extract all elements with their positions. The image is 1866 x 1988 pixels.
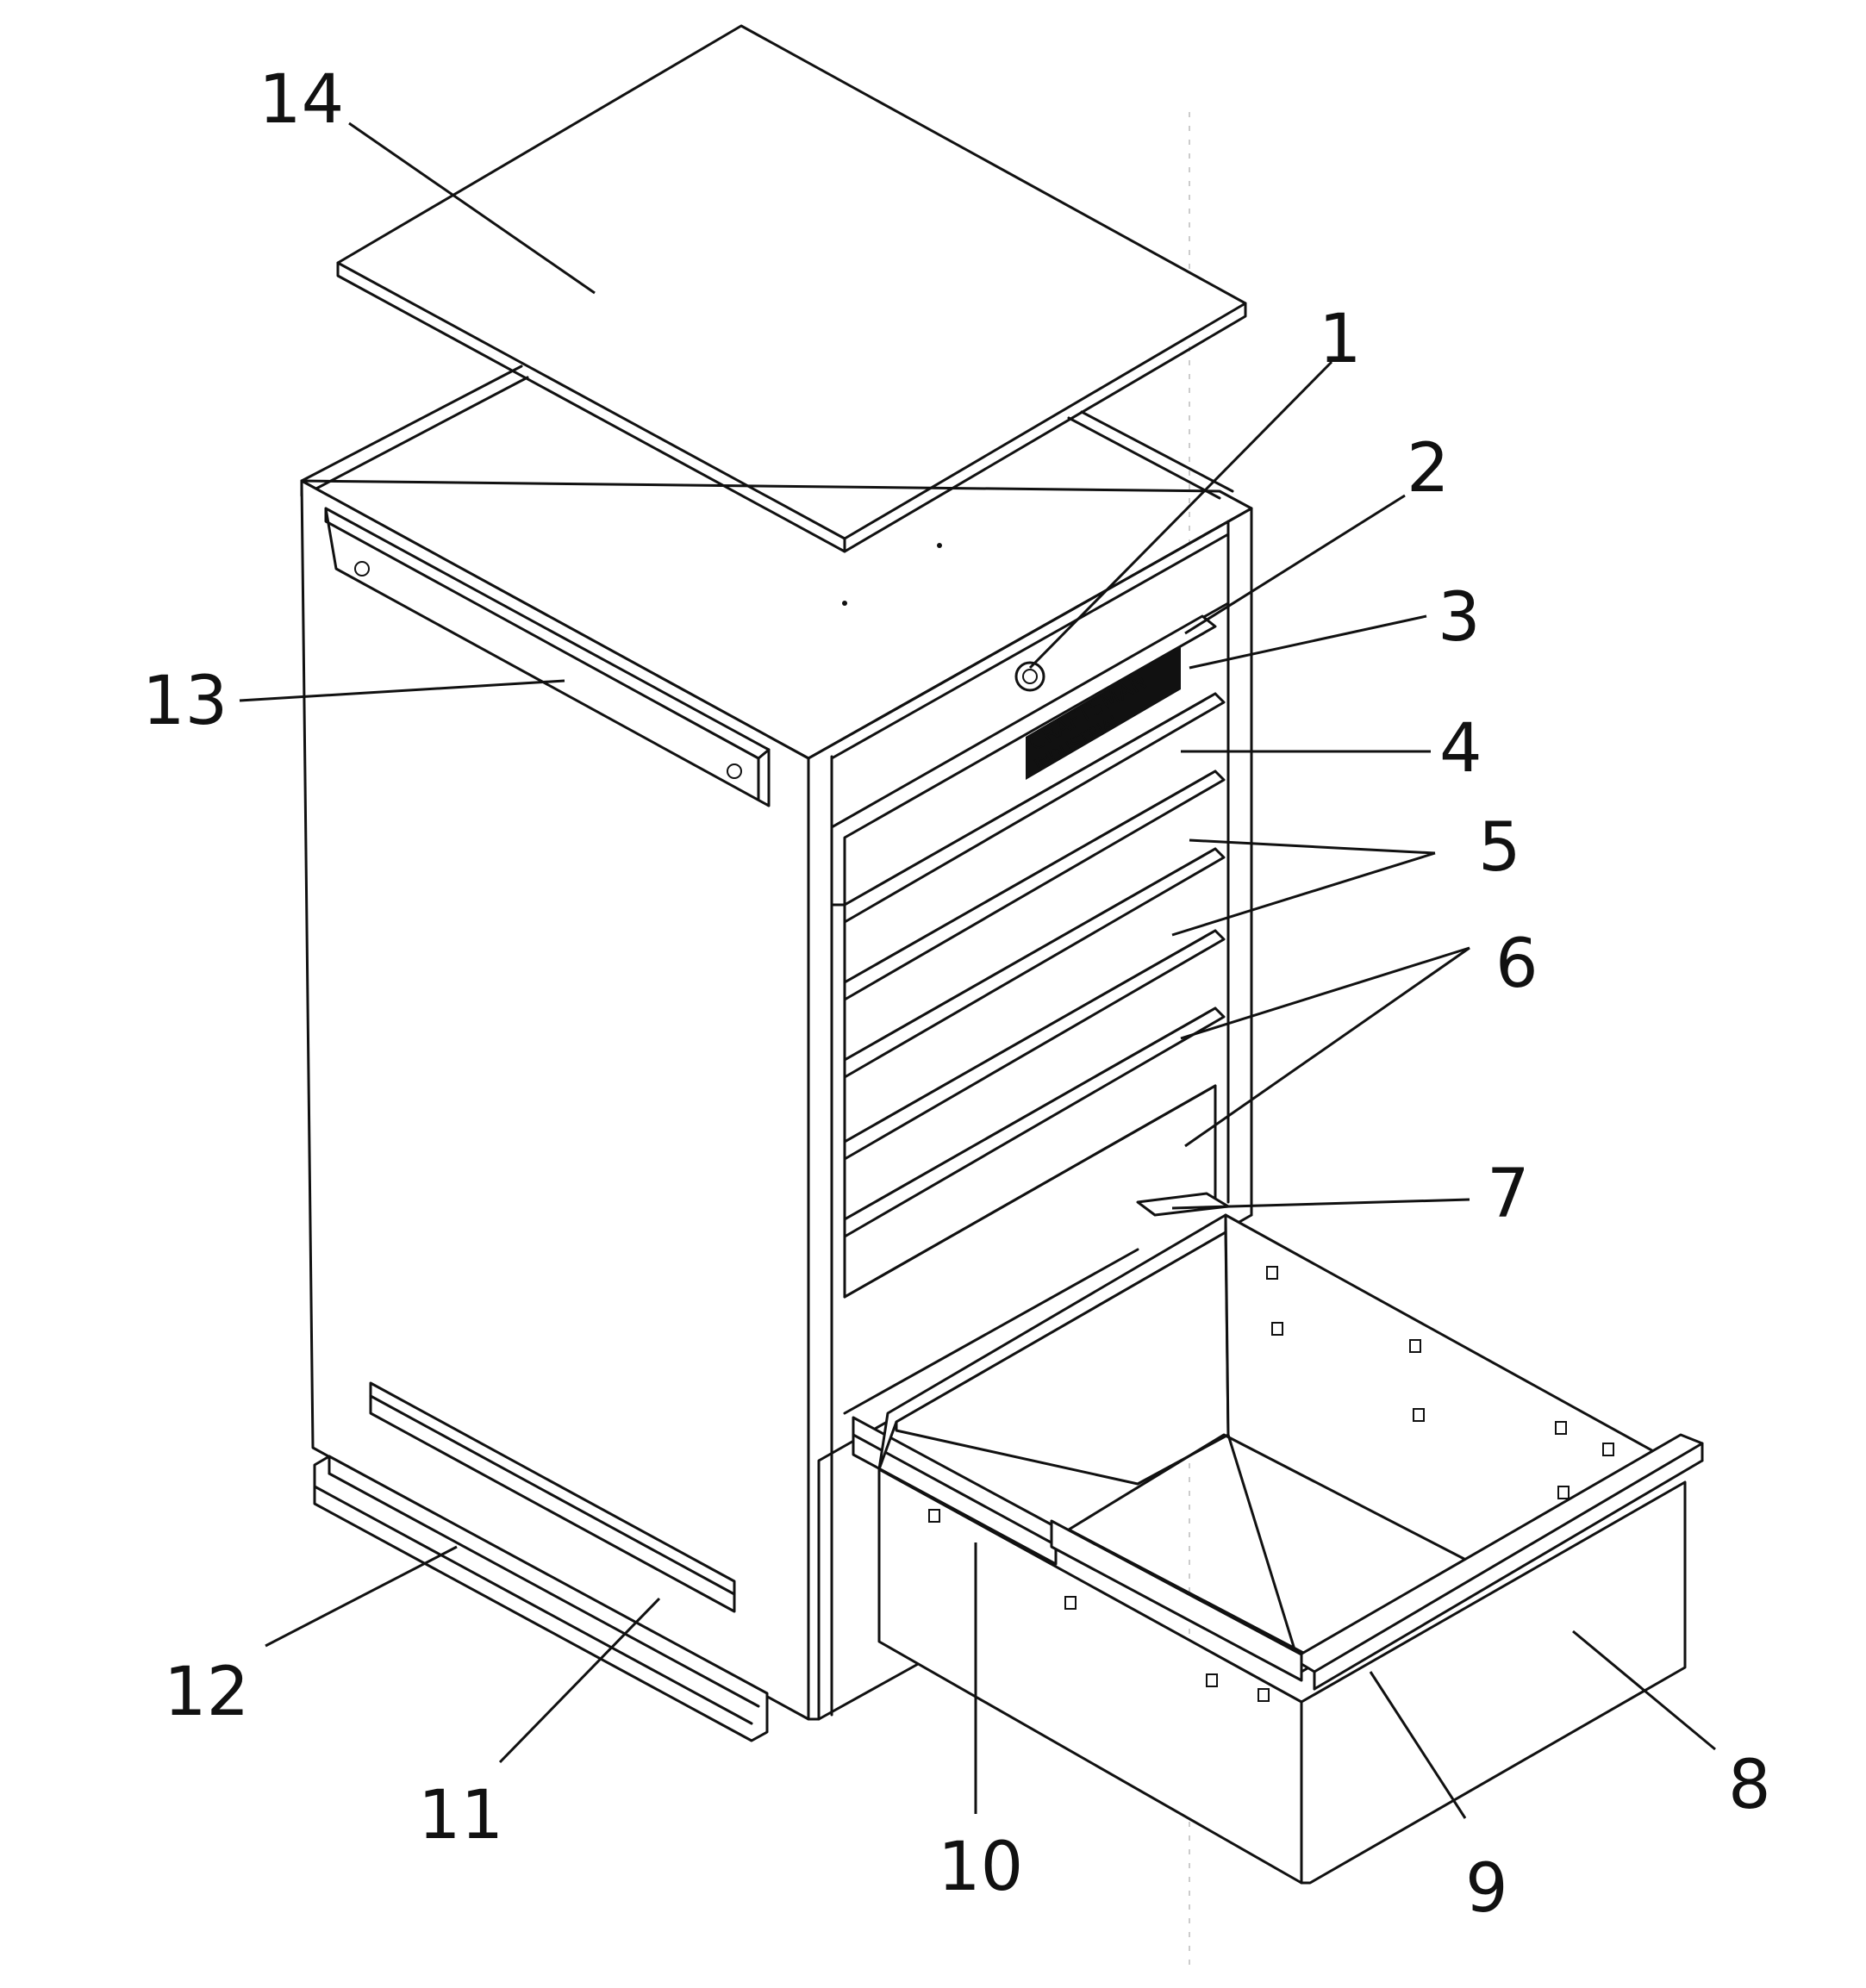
callout-14: 14 [259, 61, 344, 139]
leader-11 [498, 1597, 661, 1764]
top-panel [336, 24, 1247, 553]
leader-5b [1171, 851, 1436, 937]
open-drawer [843, 1084, 1704, 1885]
callout-12: 12 [164, 1654, 249, 1731]
callout-8: 8 [1728, 1747, 1771, 1824]
callout-13: 13 [142, 663, 228, 740]
leader-6b [1184, 946, 1470, 1148]
leader-12 [265, 1545, 458, 1648]
side-rail-upper [324, 507, 771, 807]
leader-6a [1180, 946, 1470, 1040]
drawer-side-holes [928, 1266, 1614, 1702]
leader-lines [239, 122, 1716, 1819]
callout-1: 1 [1319, 301, 1362, 378]
leader-2 [1184, 494, 1406, 635]
leader-14 [348, 122, 596, 295]
leader-9 [1369, 1671, 1467, 1819]
leader-7 [1171, 1198, 1470, 1210]
callout-11: 11 [418, 1777, 503, 1854]
base-rail [313, 1455, 769, 1742]
side-rail-lower [369, 1381, 736, 1613]
lock-cylinder [1014, 661, 1045, 692]
callout-9: 9 [1465, 1850, 1508, 1928]
leader-3 [1189, 614, 1427, 670]
leader-1 [1028, 360, 1333, 670]
callout-10: 10 [938, 1829, 1023, 1906]
callout-5: 5 [1478, 809, 1521, 887]
callout-7: 7 [1487, 1156, 1530, 1233]
callout-2: 2 [1407, 430, 1450, 508]
callout-4: 4 [1439, 710, 1482, 788]
callout-labels: 14 1 2 3 4 5 6 7 8 9 10 11 12 13 [142, 61, 1771, 1928]
leader-5a [1189, 838, 1436, 855]
callout-3: 3 [1438, 579, 1481, 657]
leader-13 [239, 679, 565, 702]
callout-6: 6 [1495, 925, 1538, 1003]
leader-8 [1572, 1630, 1716, 1751]
